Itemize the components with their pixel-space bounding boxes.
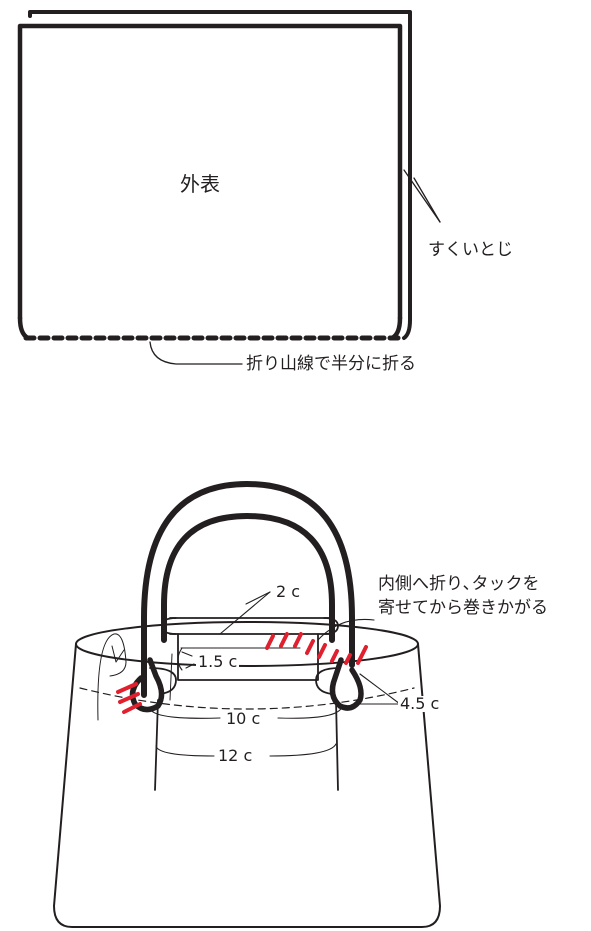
stitch-marks (116, 632, 368, 714)
dimension-2c: 2 c (274, 582, 303, 601)
instruction-line-1: 内側へ折り､タックを (378, 574, 540, 594)
bag-body (53, 621, 441, 928)
dimension-12c: 12 c (216, 746, 255, 765)
dimension-4-5c: 4.5 c (398, 694, 442, 713)
fold-leader (149, 341, 243, 365)
bag-handles (129, 481, 364, 713)
back-panel (28, 10, 412, 340)
slipstitch-leader (403, 169, 441, 223)
dimension-10c: 10 c (224, 709, 263, 728)
instruction-line-2: 寄せてから巻きかがる (378, 598, 548, 618)
dimension-leaders (149, 591, 401, 757)
slipstitch-callout: すくいとじ (428, 240, 513, 260)
fold-callout: 折り山線で半分に折る (246, 354, 416, 374)
dimension-1-5c: 1.5 c (196, 652, 240, 671)
panel-label: 外表 (180, 172, 220, 196)
fold-tab-left (97, 633, 173, 721)
